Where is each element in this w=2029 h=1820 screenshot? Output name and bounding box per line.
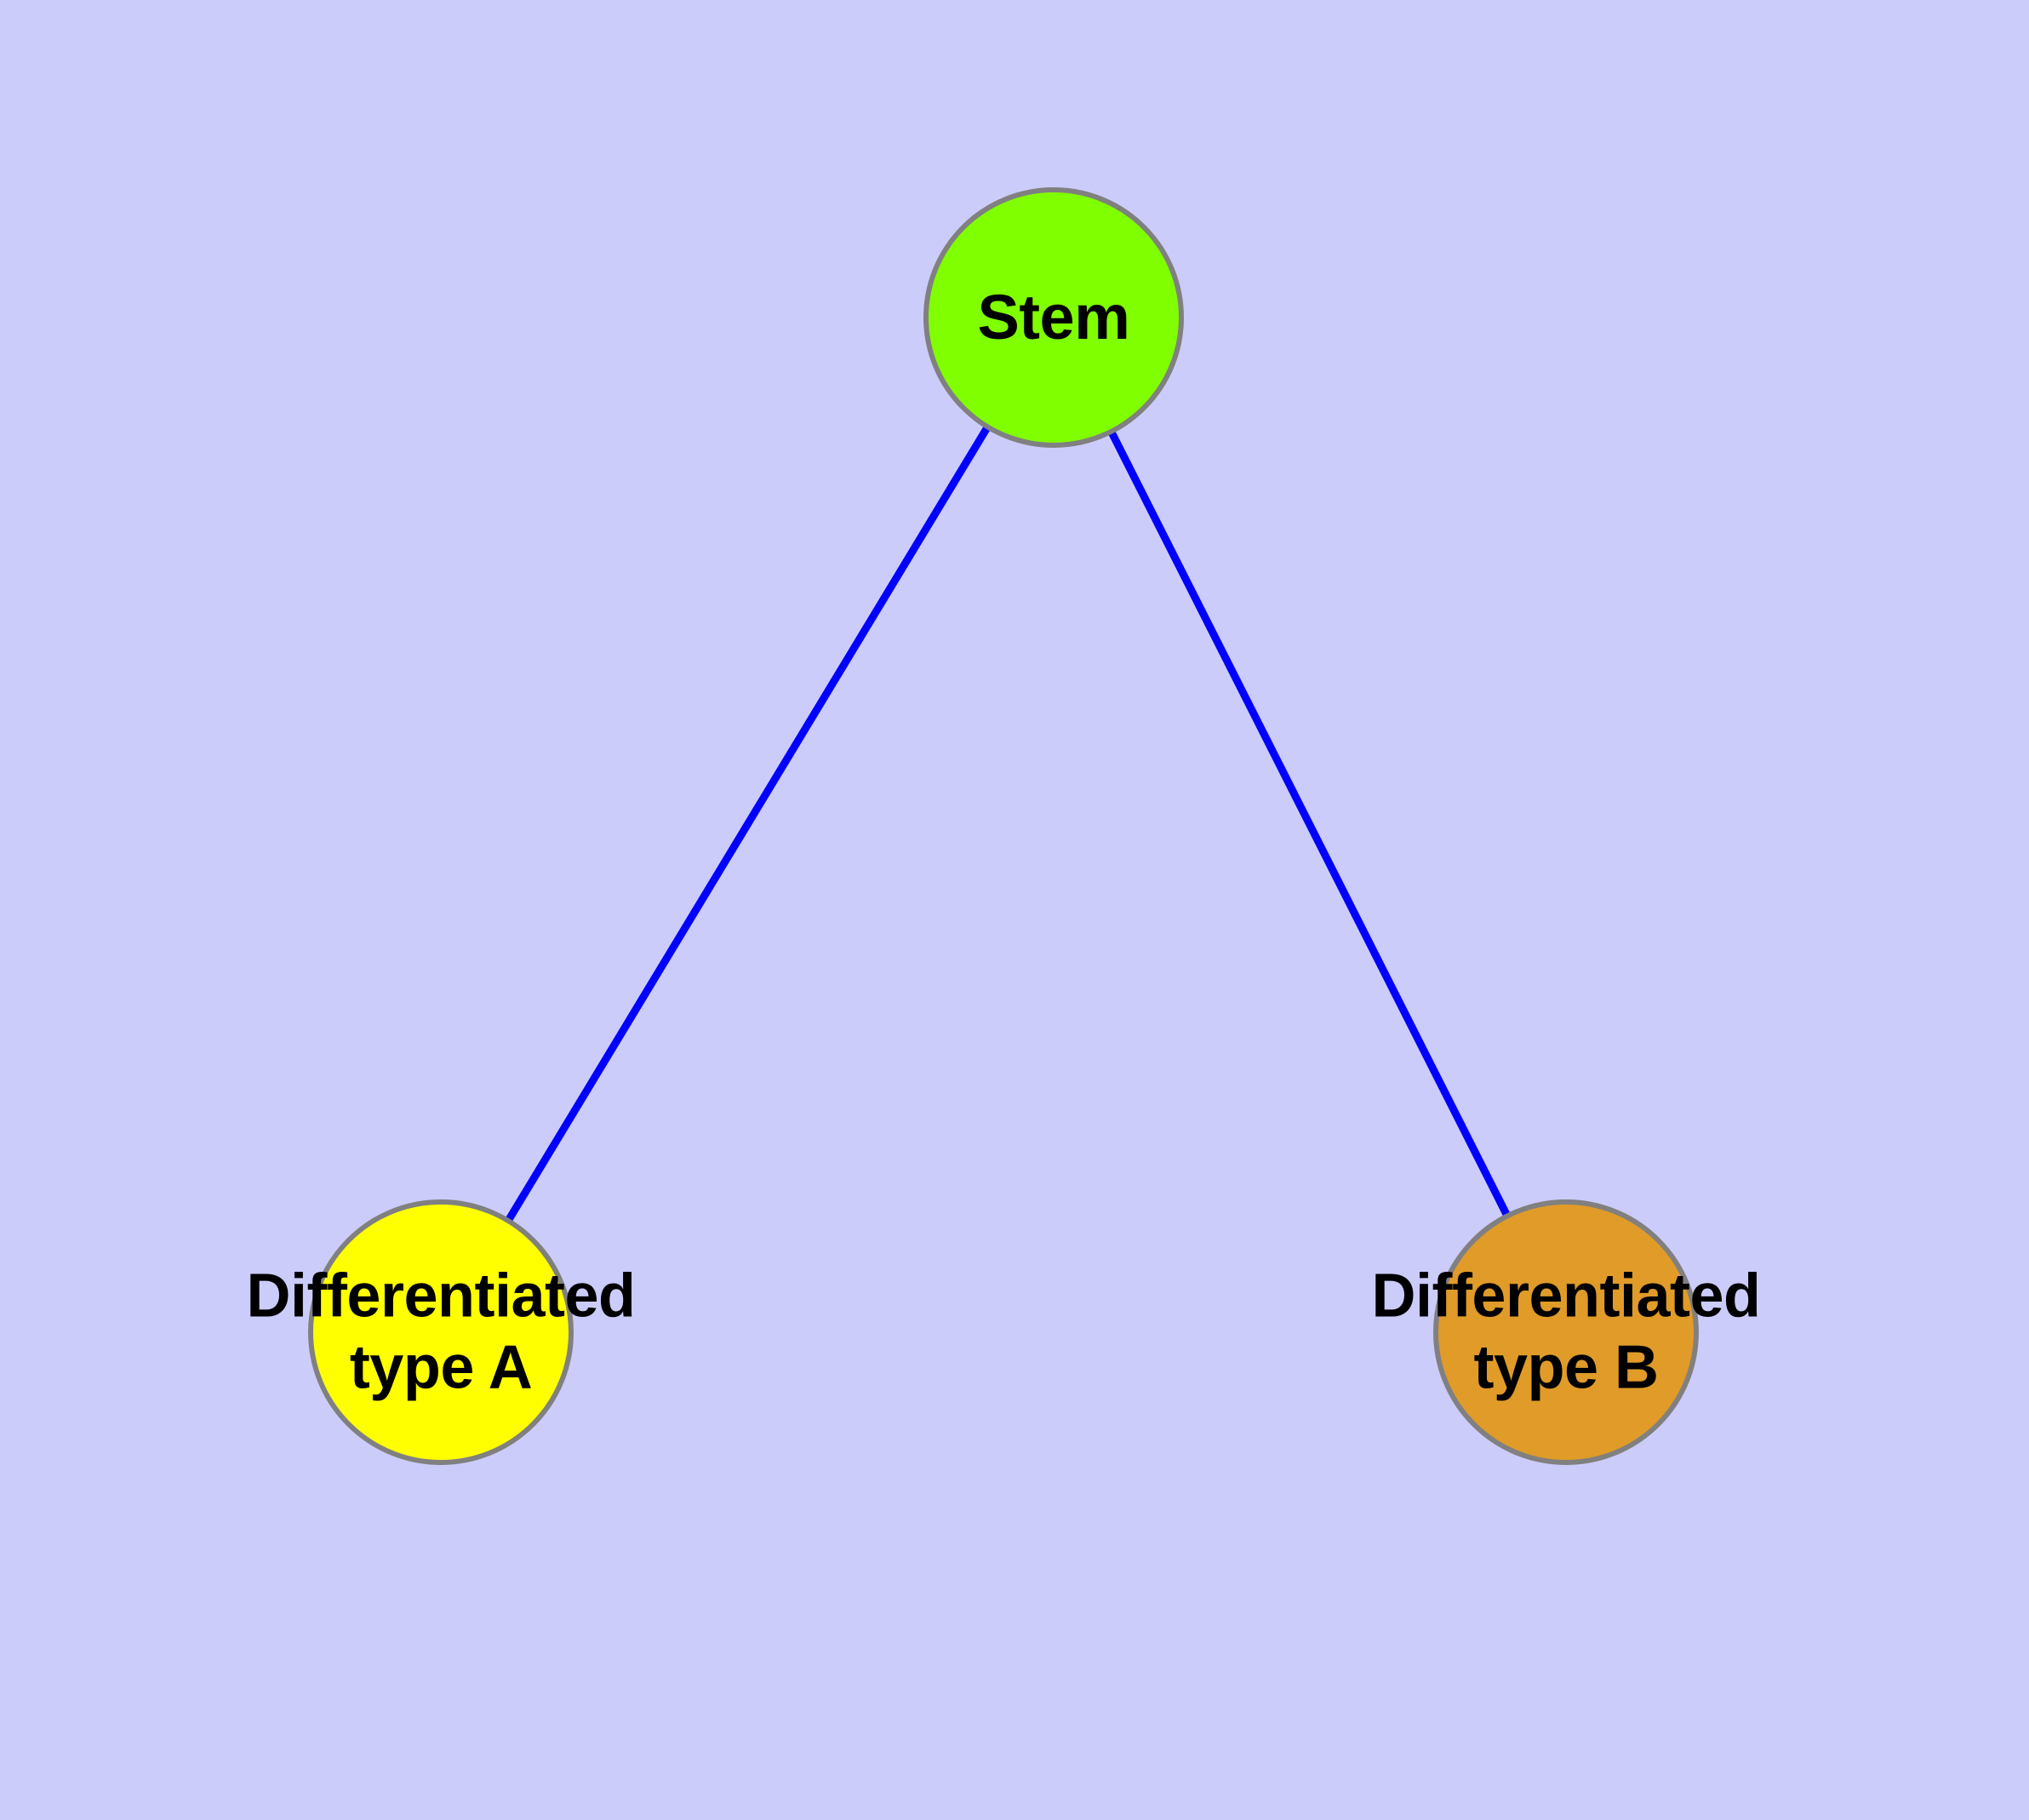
graph-edge (1049, 315, 1570, 1335)
graph-edge (437, 315, 1057, 1335)
edge-layer (437, 315, 1570, 1335)
graph-node-diff-a[interactable] (308, 1199, 574, 1465)
node-layer (308, 187, 1699, 1465)
graph-node-diff-b[interactable] (1433, 1199, 1699, 1465)
graph-node-stem[interactable] (923, 187, 1184, 448)
